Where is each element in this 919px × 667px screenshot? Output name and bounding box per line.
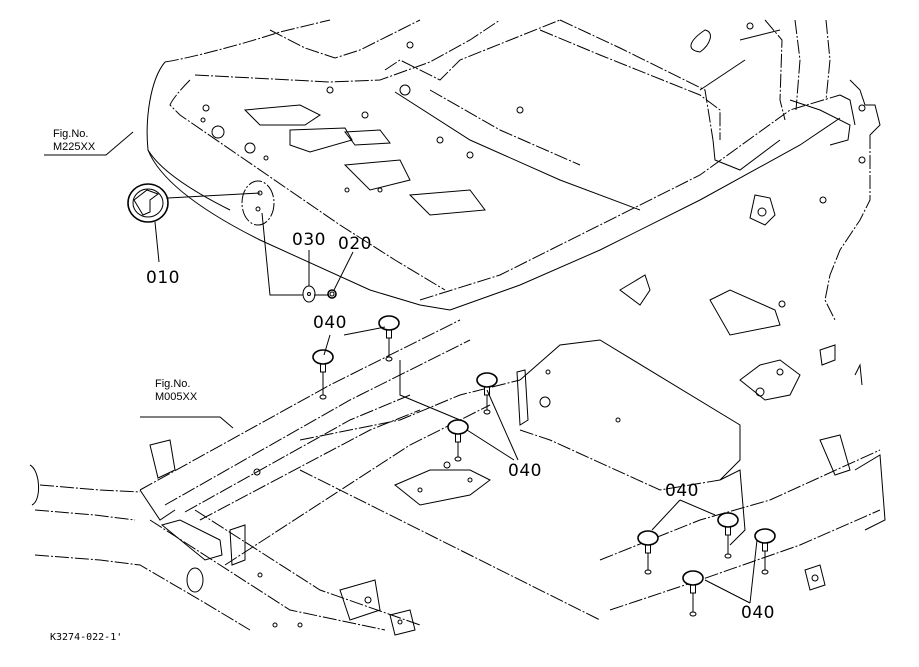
part-label-010[interactable]: 010 bbox=[146, 268, 180, 288]
grommet-040-group bbox=[312, 315, 776, 617]
floor-deck-assembly bbox=[146, 19, 831, 311]
fig-ref-m225xx-line1: Fig.No. bbox=[53, 128, 89, 140]
leader-040-d1 bbox=[704, 579, 751, 604]
grommet-040 bbox=[637, 530, 659, 575]
grommet-mounting-hole bbox=[319, 394, 327, 400]
leader-fig-m225xx bbox=[44, 131, 134, 156]
grommet-head bbox=[717, 512, 739, 528]
leader-040-a1 bbox=[343, 326, 386, 336]
part-label-040-b[interactable]: 040 bbox=[508, 461, 542, 481]
front-beam bbox=[419, 79, 881, 336]
grommet-040 bbox=[682, 570, 704, 617]
leader-lines bbox=[44, 131, 758, 604]
drawing-code: K3274-022-1' bbox=[50, 632, 123, 643]
grommet-mounting-hole bbox=[385, 356, 393, 362]
grommet-mounting-hole bbox=[724, 553, 732, 559]
grommet-040 bbox=[754, 528, 776, 575]
leader-010-to-hole bbox=[167, 192, 261, 199]
leader-030-path bbox=[261, 212, 303, 296]
grommet-head bbox=[637, 530, 659, 546]
grommet-head bbox=[312, 349, 334, 365]
emblem-010-drawing bbox=[127, 180, 275, 226]
part-label-040-c[interactable]: 040 bbox=[665, 481, 699, 501]
grommet-head bbox=[476, 372, 498, 388]
fig-ref-m225xx: Fig.No. M225XX bbox=[53, 128, 95, 154]
grommet-head bbox=[378, 315, 400, 331]
grommet-mounting-hole bbox=[689, 611, 697, 617]
fig-ref-m005xx-line1: Fig.No. bbox=[155, 378, 191, 390]
leader-040-d2 bbox=[749, 539, 758, 604]
grommet-040 bbox=[378, 315, 400, 362]
leader-020 bbox=[333, 251, 354, 291]
leader-040-a2 bbox=[323, 334, 331, 356]
part-label-040-d[interactable]: 040 bbox=[741, 603, 775, 623]
fig-ref-m005xx: Fig.No. M005XX bbox=[155, 378, 197, 404]
part-label-030[interactable]: 030 bbox=[292, 230, 326, 250]
grommet-mounting-hole bbox=[644, 569, 652, 575]
leader-fig-m005xx bbox=[140, 416, 234, 429]
leader-040-c2 bbox=[679, 499, 716, 516]
grommet-040 bbox=[447, 419, 469, 462]
leader-040-c1 bbox=[651, 499, 681, 531]
grommet-040 bbox=[312, 349, 334, 400]
grommet-040 bbox=[717, 512, 739, 559]
grommet-head bbox=[682, 570, 704, 586]
part-label-040-a[interactable]: 040 bbox=[313, 313, 347, 333]
grommet-mounting-hole bbox=[454, 456, 462, 462]
fig-ref-m225xx-line2: M225XX bbox=[53, 141, 96, 153]
leader-040-b1 bbox=[486, 389, 519, 461]
washer-030-drawing bbox=[302, 285, 316, 303]
part-label-020[interactable]: 020 bbox=[338, 234, 372, 254]
grommet-head bbox=[754, 528, 776, 544]
grommet-head bbox=[447, 419, 469, 435]
leader-010 bbox=[154, 221, 160, 263]
grommet-mounting-hole bbox=[761, 569, 769, 575]
grommet-040 bbox=[476, 372, 498, 415]
leader-040-b2 bbox=[466, 429, 515, 461]
grommet-mounting-hole bbox=[483, 409, 491, 415]
nut-020-drawing bbox=[327, 289, 337, 299]
chassis-frame bbox=[29, 319, 886, 636]
fig-ref-m005xx-line2: M005XX bbox=[155, 391, 198, 403]
